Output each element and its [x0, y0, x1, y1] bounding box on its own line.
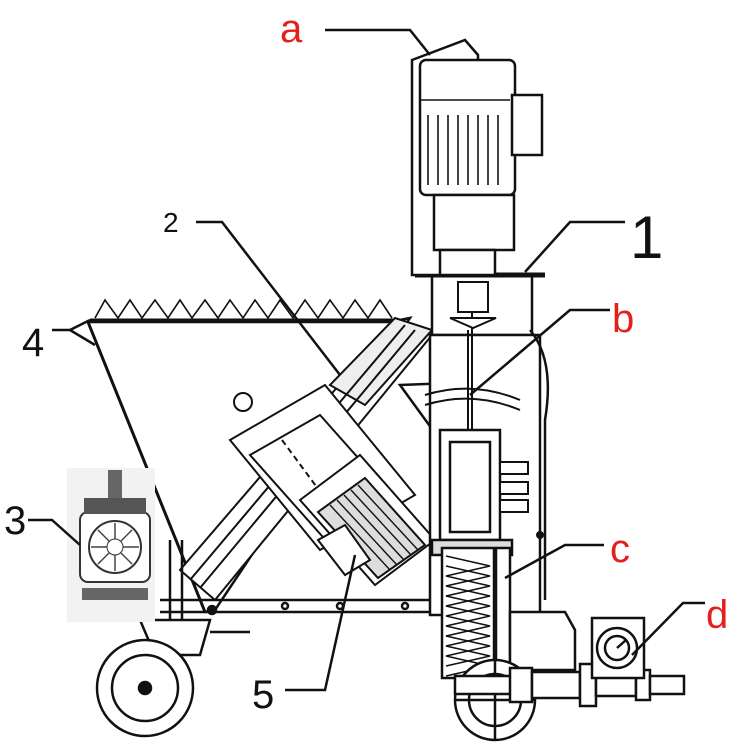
- leader-b: [469, 308, 610, 396]
- leader-4: [52, 328, 96, 347]
- callout-c: c: [610, 527, 630, 571]
- leader-c: [504, 543, 604, 580]
- electric-motor-icon: [410, 38, 544, 277]
- leader-d: [631, 601, 705, 656]
- screw-stator: [445, 555, 491, 677]
- leader-2: [196, 220, 341, 376]
- outlet-ports: [499, 461, 544, 539]
- callout-2: 2: [163, 207, 179, 238]
- callout-5: 5: [252, 673, 274, 717]
- leader-4b: [69, 318, 91, 332]
- callout-4: 4: [22, 321, 44, 365]
- callout-b: b: [612, 297, 634, 341]
- callout-a: a: [280, 7, 303, 51]
- leader-a: [325, 28, 431, 56]
- callout-1: 1: [630, 204, 663, 271]
- callout-3: 3: [4, 499, 26, 543]
- leader-5: [285, 554, 357, 692]
- outlet-pipe: [453, 662, 686, 708]
- gauge-icon: [590, 616, 646, 680]
- electric-motor-icon: [298, 453, 437, 587]
- leader-1: [524, 220, 625, 273]
- hopper-grid: [90, 298, 395, 322]
- water-pump-icon: [67, 468, 155, 622]
- leader-lines: [28, 28, 705, 692]
- front-wheel: [95, 618, 250, 738]
- leader-3: [28, 518, 81, 546]
- chassis-frame: [160, 540, 440, 630]
- callout-d: d: [706, 593, 728, 637]
- rear-housing: [508, 610, 577, 672]
- mixing-shaft: [424, 281, 521, 430]
